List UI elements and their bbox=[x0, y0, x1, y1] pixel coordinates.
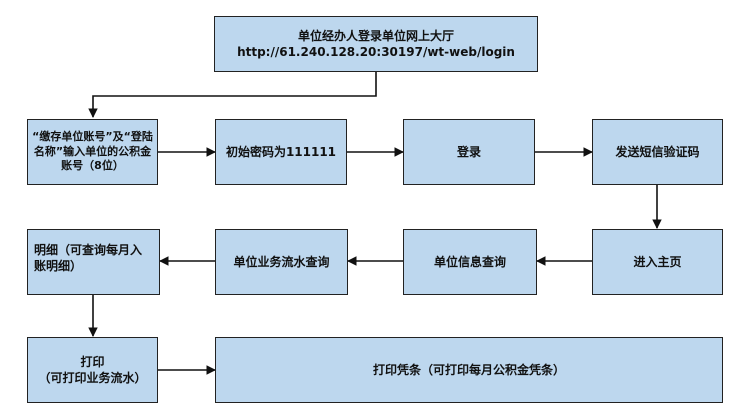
detail-text: 明细（可查询每月入账明细） bbox=[34, 243, 143, 274]
unit-flow-query-box: 单位业务流水查询 bbox=[215, 229, 348, 295]
arrow-start-to-input bbox=[88, 72, 377, 118]
login-text: 登录 bbox=[456, 144, 481, 159]
input-account-box: “缴存单位账号”及“登陆名称”输入单位的公积金账号（8位） bbox=[27, 119, 158, 185]
login-box: 登录 bbox=[403, 119, 535, 185]
initial-password-box: 初始密码为111111 bbox=[215, 119, 347, 185]
start-url: http://61.240.128.20:30197/wt-web/login bbox=[237, 45, 515, 59]
start-title: 单位经办人登录单位网上大厅 bbox=[297, 28, 454, 43]
detail-box: 明细（可查询每月入账明细） bbox=[27, 229, 160, 295]
input-account-text: “缴存单位账号”及“登陆名称”输入单位的公积金账号（8位） bbox=[32, 129, 153, 173]
unit-info-query-text: 单位信息查询 bbox=[433, 254, 506, 269]
start-box: 单位经办人登录单位网上大厅 http://61.240.128.20:30197… bbox=[214, 16, 538, 72]
send-sms-box: 发送短信验证码 bbox=[592, 119, 723, 185]
print-text: 打印 （可打印业务流水） bbox=[38, 354, 147, 385]
unit-info-query-box: 单位信息查询 bbox=[403, 229, 537, 295]
enter-home-box: 进入主页 bbox=[592, 229, 723, 295]
print-box: 打印 （可打印业务流水） bbox=[27, 337, 158, 403]
send-sms-text: 发送短信验证码 bbox=[615, 144, 700, 159]
print-voucher-box: 打印凭条（可打印每月公积金凭条） bbox=[215, 337, 723, 403]
initial-password-text: 初始密码为111111 bbox=[225, 144, 337, 159]
unit-flow-query-text: 单位业务流水查询 bbox=[233, 254, 330, 269]
enter-home-text: 进入主页 bbox=[633, 254, 682, 269]
print-voucher-text: 打印凭条（可打印每月公积金凭条） bbox=[372, 362, 565, 377]
